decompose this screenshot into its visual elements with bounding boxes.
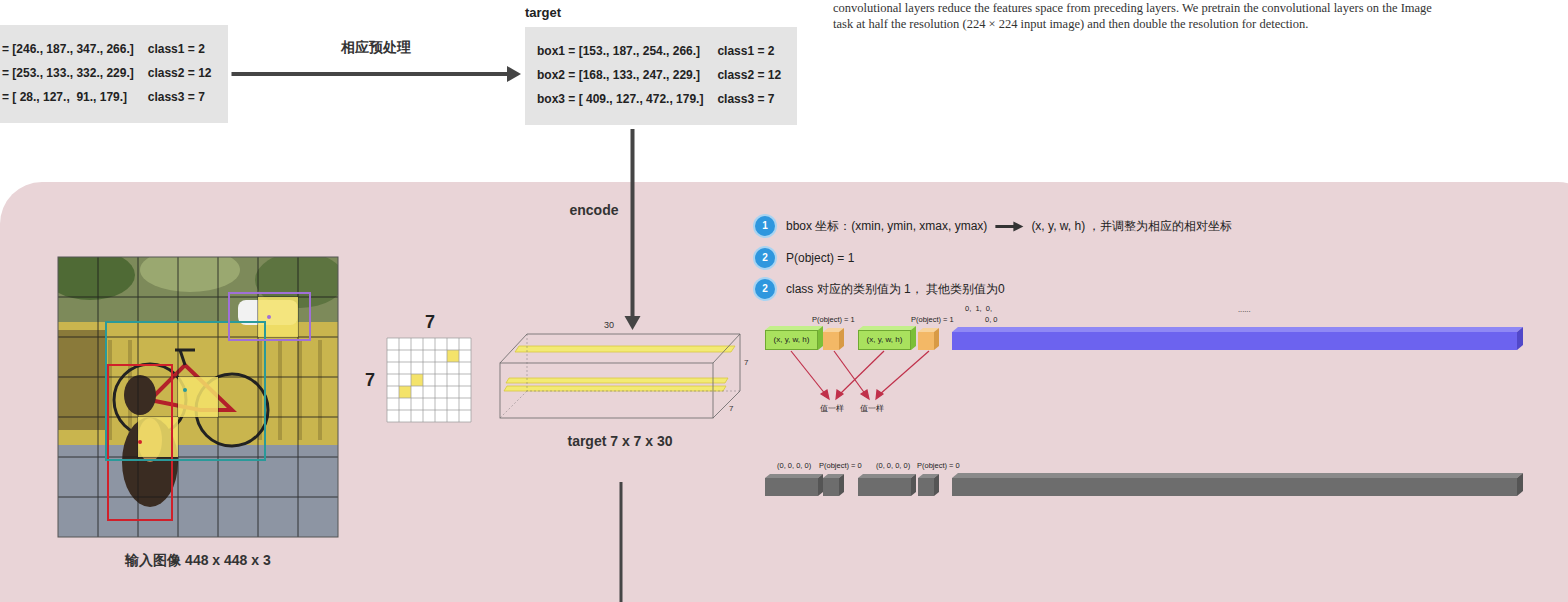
box-heading: target (525, 5, 797, 21)
step-number: 2 (755, 279, 775, 299)
node-text: (x, y, w, h) (862, 331, 907, 349)
target-box: target box1 = [153., 187., 254., 266.] cla… (525, 5, 797, 125)
class-label: class2 = 12 (148, 66, 212, 81)
target-panel: box1 = [153., 187., 254., 266.] class1 = … (525, 27, 797, 125)
class-label: class1 = 2 (148, 42, 212, 57)
box-coords: = [253., 133., 332., 229.] (2, 66, 134, 81)
confidence-label: P(object) = 1 (911, 315, 954, 324)
source-box: = [246., 187., 347., 266.] class1 = 2 = [2… (0, 25, 228, 123)
bbox-cell: (x, y, w, h) (858, 330, 911, 350)
edge-label: encode (569, 201, 618, 219)
arrow-head (507, 66, 521, 82)
same-value-note: 值一样 (860, 404, 884, 413)
class-label: class3 = 7 (148, 90, 212, 105)
class-values: 0, 1, 0, (965, 304, 992, 313)
class-label: class2 = 12 (717, 68, 781, 83)
node-text: 2 (755, 248, 775, 268)
class-label: class3 = 7 (717, 92, 781, 107)
box-coords: = [246., 187., 347., 266.] (2, 42, 134, 57)
cube-dimension: 30 (604, 320, 614, 331)
paper-text: convolutional layers reduce the features… (833, 0, 1432, 16)
same-value-leaders (791, 351, 929, 399)
node-text: (x, y, w, h) (769, 331, 814, 349)
step-number: 2 (755, 248, 775, 268)
map-arrow (995, 222, 1023, 232)
box-coords: box3 = [ 409., 127., 472., 179.] (537, 92, 703, 107)
cube-dimension: 7 (729, 404, 733, 414)
grid-7x7 (387, 338, 471, 422)
step-text: P(object) = 1 (786, 251, 854, 266)
box-coords: = [ 28., 127., 91., 179.] (2, 90, 134, 105)
zero-box-label: (0, 0, 0, 0) (876, 461, 910, 470)
confidence-label: P(object) = 0 (917, 461, 960, 470)
caption-text: 输入图像 448 x 448 x 3 (58, 551, 338, 569)
target-cube (500, 334, 740, 418)
connector-line (232, 72, 508, 76)
input-image: 输入图像 448 x 448 x 3 (58, 257, 338, 569)
arrow-head (625, 316, 641, 330)
confidence-label: P(object) = 0 (819, 461, 862, 470)
cube-dimension: 7 (744, 358, 748, 368)
caption-text: target 7 x 7 x 30 (500, 432, 740, 450)
node-text: 2 (755, 279, 775, 299)
same-value-note: 值一样 (820, 404, 844, 413)
paper-text: task at half the resolution (224 × 224 i… (833, 16, 1308, 32)
class-label: class1 = 2 (717, 44, 781, 59)
step-text: (x, y, w, h) ，并调整为相应的相对坐标 (1031, 219, 1232, 234)
step-text: class 对应的类别值为 1， 其他类别值为0 (786, 282, 1005, 297)
node-text: 1 (755, 216, 775, 236)
box-coords: box1 = [153., 187., 254., 266.] (537, 44, 703, 59)
step-number: 1 (755, 216, 775, 236)
connector-line (631, 129, 635, 316)
box-coords: box2 = [168., 133., 247., 229.] (537, 68, 703, 83)
vector-faces (765, 326, 1523, 350)
confidence-label: P(object) = 1 (812, 315, 855, 324)
zero-box-label: (0, 0, 0, 0) (777, 461, 811, 470)
input-photo (58, 257, 338, 537)
connector (232, 66, 522, 82)
empty-vector (765, 473, 1523, 496)
class-values: 0, 0 (985, 315, 998, 324)
grid-dimension: 7 (425, 311, 435, 334)
bbox-cell: (x, y, w, h) (765, 330, 818, 350)
ellipsis: ...... (1238, 305, 1251, 314)
target-tensor: target 7 x 7 x 30 (500, 334, 740, 450)
edge-label: 相应预处理 (341, 38, 411, 56)
connector (625, 129, 641, 330)
grid-dimension: 7 (365, 369, 375, 392)
decode-line (620, 482, 623, 602)
step-text: bbox 坐标：(xmin, ymin, xmax, ymax) (786, 219, 987, 234)
